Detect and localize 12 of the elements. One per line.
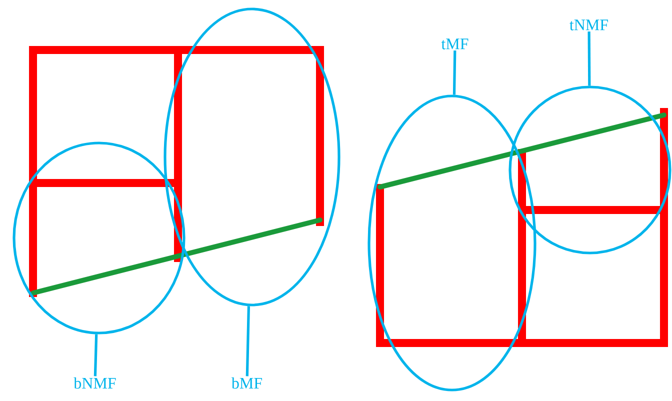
label-text: bNMF — [74, 377, 116, 389]
leader-line — [588, 32, 591, 86]
label-text: tNMF — [570, 20, 608, 30]
leader-line — [452, 50, 456, 95]
leader-line — [246, 306, 250, 376]
ellipse — [368, 94, 536, 392]
ellipse — [164, 8, 340, 306]
label-text: bMF — [231, 377, 262, 389]
ellipse — [508, 86, 672, 254]
leader-line — [94, 334, 98, 376]
ellipse — [12, 142, 186, 334]
label-text: tMF — [441, 38, 468, 50]
